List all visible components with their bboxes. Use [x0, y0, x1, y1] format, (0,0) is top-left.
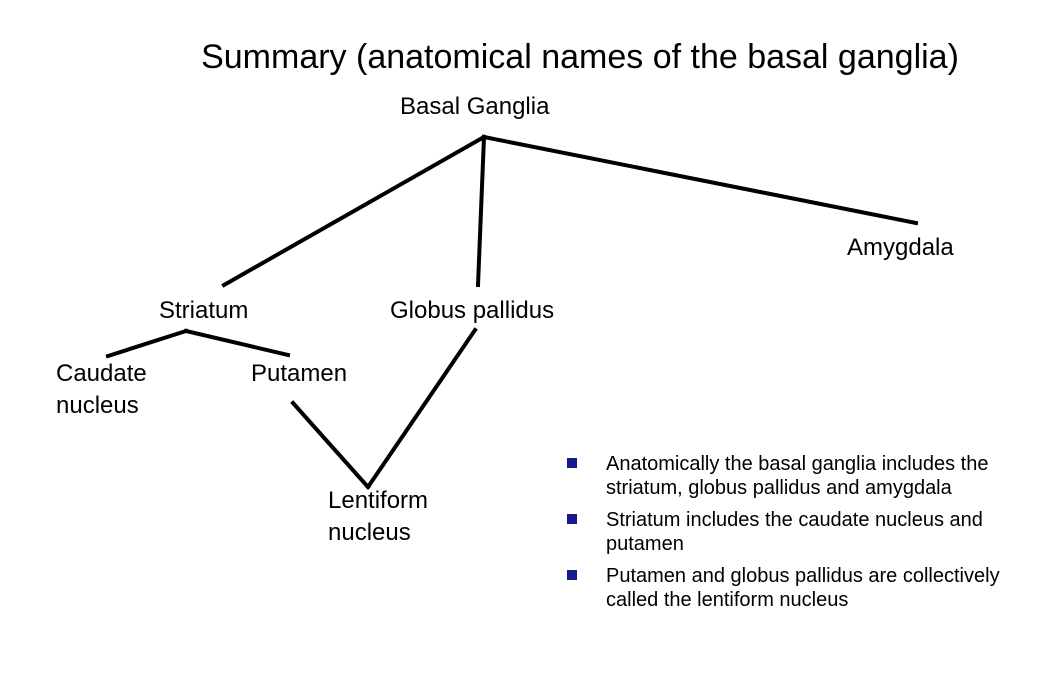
slide-title: Summary (anatomical names of the basal g… [201, 38, 959, 76]
bullet-item: Striatum includes the caudate nucleus an… [566, 508, 1006, 556]
node-striatum: Striatum [159, 297, 249, 324]
node-amygdala: Amygdala [847, 234, 954, 261]
edge-putamen-lentiform [290, 400, 371, 490]
node-globus-pallidus: Globus pallidus [390, 297, 555, 324]
node-lentiform-line-2: nucleus [328, 519, 411, 546]
node-lentiform-nucleus: Lentiform nucleus [328, 485, 428, 549]
bullet-text: Putamen and globus pallidus are collecti… [606, 565, 1000, 611]
edge-root-globus-pallidus [475, 134, 487, 288]
bullet-text: Anatomically the basal ganglia includes … [606, 453, 989, 499]
square-bullet-icon [567, 570, 577, 580]
node-caudate-line-1: Caudate [56, 360, 147, 387]
node-caudate-line-2: nucleus [56, 392, 139, 419]
square-bullet-icon [567, 458, 577, 468]
summary-bullet-list: Anatomically the basal ganglia includes … [566, 452, 1006, 620]
bullet-item: Putamen and globus pallidus are collecti… [566, 564, 1006, 612]
square-bullet-icon [567, 514, 577, 524]
bullet-text: Striatum includes the caudate nucleus an… [606, 509, 983, 555]
edge-striatum-putamen [183, 328, 291, 358]
edge-striatum-caudate [105, 328, 189, 359]
node-putamen: Putamen [251, 360, 348, 387]
node-basal-ganglia: Basal Ganglia [400, 93, 550, 120]
node-lentiform-line-1: Lentiform [328, 487, 429, 514]
edge-root-striatum [221, 134, 487, 288]
edge-root-amygdala [481, 134, 919, 226]
bullet-item: Anatomically the basal ganglia includes … [566, 452, 1006, 500]
node-caudate-nucleus: Caudate nucleus [56, 358, 147, 422]
edge-globus-pallidus-lentiform [365, 327, 478, 490]
